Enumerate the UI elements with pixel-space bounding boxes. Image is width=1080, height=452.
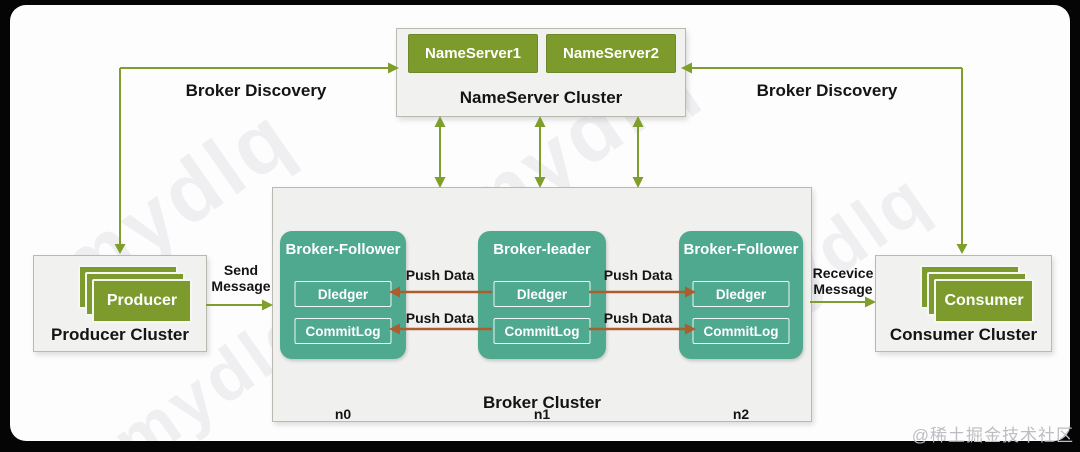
broker-n1: Broker-leader Dledger CommitLog n1	[478, 231, 606, 422]
receive-message-label: Recevice Message	[812, 265, 874, 297]
commitlog-box: CommitLog	[294, 318, 392, 344]
commitlog-box: CommitLog	[692, 318, 790, 344]
broker-cluster-box: Broker-Follower Dledger CommitLog n0 Bro…	[272, 187, 812, 422]
broker-title: Broker-Follower	[285, 241, 401, 258]
diagram-canvas: mydlq mydlq mydlq mydlq NameServer1 Name…	[10, 5, 1070, 441]
push-data-label: Push Data	[405, 267, 475, 283]
nameserver-cluster-box: NameServer1 NameServer2 NameServer Clust…	[396, 28, 686, 117]
push-data-label: Push Data	[603, 310, 673, 326]
producer-node: Producer	[92, 279, 192, 323]
broker-node-id: n1	[533, 406, 551, 422]
broker-n2: Broker-Follower Dledger CommitLog n2	[679, 231, 803, 422]
broker-n0: Broker-Follower Dledger CommitLog n0	[280, 231, 406, 422]
nameserver2-node: NameServer2	[546, 34, 676, 73]
broker-cluster-label: Broker Cluster	[482, 393, 602, 412]
broker-discovery-label-right: Broker Discovery	[756, 81, 898, 100]
commitlog-box: CommitLog	[493, 318, 591, 344]
broker-node-id: n0	[334, 406, 352, 422]
arrowhead-up	[434, 116, 446, 127]
broker-follower-box: Broker-Follower Dledger CommitLog	[679, 231, 803, 359]
consumer-node: Consumer	[934, 279, 1034, 323]
arrowhead-down	[114, 244, 126, 254]
dledger-box: Dledger	[493, 281, 591, 307]
dledger-box: Dledger	[692, 281, 790, 307]
push-data-label: Push Data	[405, 310, 475, 326]
producer-cluster-label: Producer Cluster	[51, 325, 189, 344]
broker-leader-box: Broker-leader Dledger CommitLog	[478, 231, 606, 359]
consumer-cluster-label: Consumer Cluster	[889, 325, 1038, 344]
broker-title: Broker-Follower	[683, 241, 799, 258]
broker-discovery-label-left: Broker Discovery	[185, 81, 327, 100]
arrowhead-down	[956, 244, 968, 254]
dledger-box: Dledger	[294, 281, 392, 307]
push-data-label: Push Data	[603, 267, 673, 283]
broker-title: Broker-leader	[493, 241, 591, 258]
consumer-cluster-box: Consumer Consumer Cluster	[875, 255, 1052, 352]
nameserver-cluster-label: NameServer Cluster	[459, 88, 623, 107]
nameserver1-node: NameServer1	[408, 34, 538, 73]
arrowhead-up	[534, 116, 546, 127]
broker-follower-box: Broker-Follower Dledger CommitLog	[280, 231, 406, 359]
broker-node-id: n2	[732, 406, 750, 422]
arrowhead-up	[632, 116, 644, 127]
producer-cluster-box: Producer Producer Cluster	[33, 255, 207, 352]
send-message-label: Send Message	[211, 262, 271, 294]
community-credit: @稀土掘金技术社区	[911, 426, 1074, 445]
